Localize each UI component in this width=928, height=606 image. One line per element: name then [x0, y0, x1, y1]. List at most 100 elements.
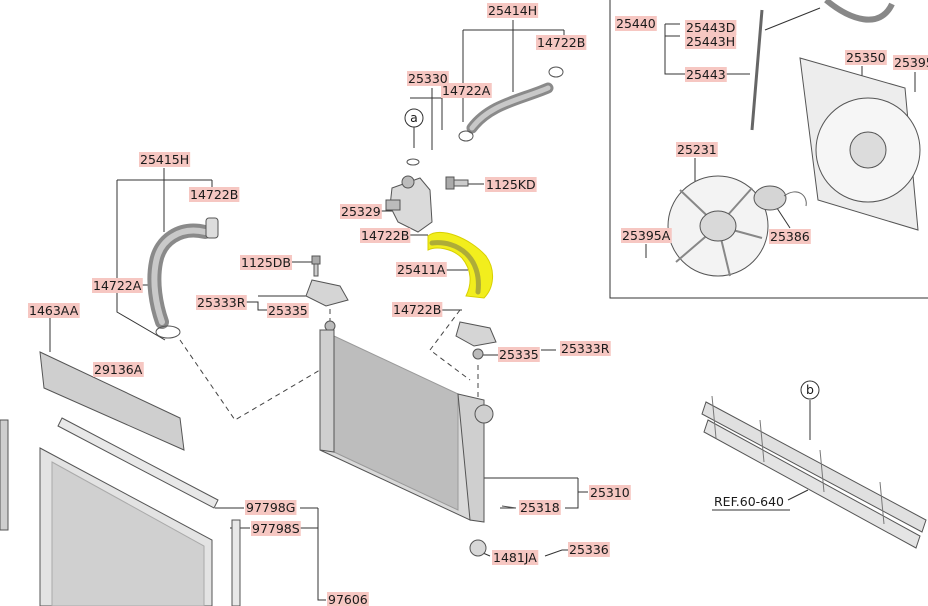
- part-label: 1463AA: [29, 303, 79, 318]
- part-label: 25336: [569, 542, 609, 557]
- part-label-bg: [685, 20, 737, 35]
- part-label-bg: [568, 542, 610, 557]
- part-label: 25231: [677, 142, 717, 157]
- fan-assembly-inset: [609, 0, 928, 299]
- part-label-bg: [360, 228, 411, 243]
- part-label-bg: [327, 592, 369, 606]
- part-label-bg: [392, 302, 443, 317]
- part-label-bg: [340, 204, 382, 219]
- part-label-bg: [893, 55, 928, 70]
- part-label-bg: [441, 83, 492, 98]
- part-label-bg: [396, 262, 447, 277]
- hose-clamp: [458, 130, 474, 142]
- part-label: 25335: [499, 347, 539, 362]
- part-label: 14722B: [393, 302, 441, 317]
- mount-bracket-left: [305, 279, 349, 307]
- part-label-bg: [487, 3, 539, 18]
- part-label: 25395: [894, 55, 928, 70]
- callout-a: a: [404, 108, 424, 128]
- part-label: 25386: [770, 229, 810, 244]
- part-label: 25443D: [686, 20, 735, 35]
- part-label: 25329: [341, 204, 381, 219]
- part-label: 25411A: [397, 262, 446, 277]
- part-label: 25415H: [140, 152, 189, 167]
- radiator-cap-25336: [469, 539, 487, 557]
- part-label-bg: [676, 142, 718, 157]
- part-label: 25318: [520, 500, 560, 515]
- part-label: 25443H: [686, 34, 735, 49]
- bolt-1125kd: [445, 176, 469, 190]
- radiator: [319, 329, 517, 557]
- seal-97798g: [57, 417, 219, 509]
- part-label-bg: [28, 303, 80, 318]
- part-label: 97798S: [252, 521, 300, 536]
- part-label-bg: [685, 67, 727, 82]
- part-label: 25333R: [197, 295, 246, 310]
- part-label-bg: [407, 71, 449, 86]
- part-label: 29136A: [94, 362, 143, 377]
- bolt-1125db: [311, 255, 321, 277]
- part-label: 97798G: [246, 500, 295, 515]
- reservoir-hose: [750, 9, 764, 131]
- cooling-fan: [667, 175, 769, 277]
- mount-bracket-right: [455, 321, 497, 347]
- seal-97798s: [231, 519, 241, 606]
- part-label: 25333R: [561, 341, 610, 356]
- condenser: [0, 417, 241, 606]
- part-label: 1125KD: [486, 177, 536, 192]
- part-label-bg: [519, 500, 561, 515]
- part-label: 25440: [616, 16, 656, 31]
- part-label-bg: [196, 295, 247, 310]
- part-label-bg: [93, 362, 144, 377]
- insulator-25335: [472, 348, 484, 360]
- upper-hose-highlight: [427, 231, 493, 299]
- part-label: 1125DB: [241, 255, 291, 270]
- leader-lines: [49, 7, 916, 601]
- part-label-bg: [498, 347, 540, 362]
- part-label: 1481JA: [493, 550, 537, 565]
- callout-b: b: [800, 380, 820, 400]
- fan-shroud: [799, 57, 921, 231]
- part-label: 97606: [328, 592, 368, 606]
- part-label-bg: [245, 500, 297, 515]
- part-label-bg: [267, 303, 309, 318]
- part-label-bg: [615, 16, 657, 31]
- part-label-bg: [589, 485, 631, 500]
- front-end-module: [701, 395, 927, 549]
- part-label: 25414H: [488, 3, 537, 18]
- hose-clamp: [205, 217, 219, 239]
- air-guard-29136a: [39, 351, 185, 451]
- part-label-bg: [621, 228, 672, 243]
- part-label: 25335: [268, 303, 308, 318]
- part-label-bg: [139, 152, 191, 167]
- part-label-bg: [92, 278, 143, 293]
- part-label-bg: [769, 229, 811, 244]
- part-label: 25330: [408, 71, 448, 86]
- part-label-bg: [560, 341, 611, 356]
- part-label: 25443: [686, 67, 726, 82]
- part-label: 25350: [846, 50, 886, 65]
- part-labels: 25414H 14722B 25330 14722A 25440 25443D …: [28, 3, 928, 606]
- part-label-bg: [845, 50, 887, 65]
- part-label: 14722B: [537, 35, 585, 50]
- thermostat-housing: [385, 158, 433, 233]
- part-label: 14722B: [361, 228, 409, 243]
- reference-label: REF.60-640: [714, 494, 784, 509]
- part-label: 25310: [590, 485, 630, 500]
- part-label-bg: [685, 34, 737, 49]
- part-label-bg: [240, 255, 293, 270]
- part-label-bg: [251, 521, 301, 536]
- part-label: 14722B: [190, 187, 238, 202]
- hose-clamp: [548, 66, 564, 78]
- hose-clamp: [155, 325, 181, 339]
- part-label-bg: [189, 187, 240, 202]
- part-label: 14722A: [93, 278, 142, 293]
- part-label-bg: [536, 35, 587, 50]
- part-label-bg: [492, 550, 539, 565]
- fan-motor: [753, 185, 807, 211]
- part-label: 25395A: [622, 228, 671, 243]
- svg-text:a: a: [410, 110, 418, 125]
- svg-text:b: b: [806, 382, 814, 397]
- part-label-bg: [485, 177, 537, 192]
